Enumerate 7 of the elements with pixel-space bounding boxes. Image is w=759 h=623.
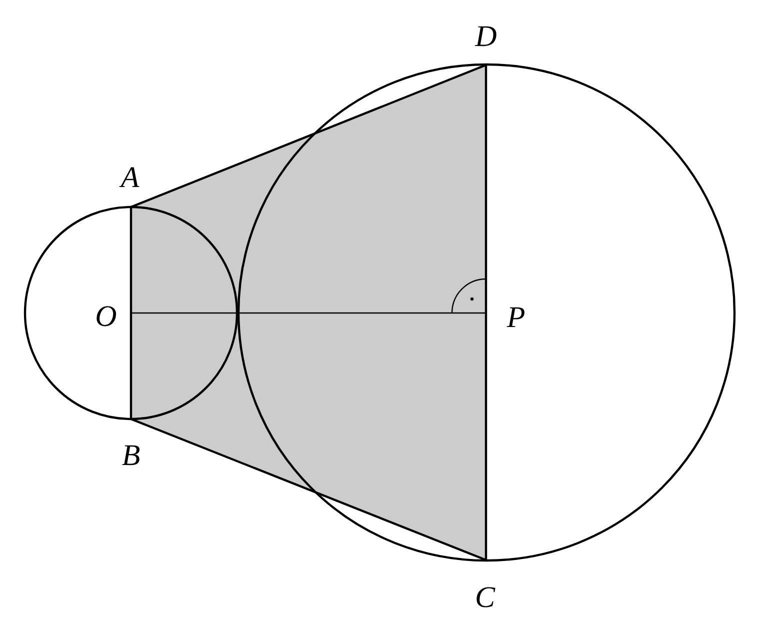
point-label: D xyxy=(475,22,497,52)
point-label: P xyxy=(506,303,526,333)
line-segment xyxy=(131,312,486,314)
point-label: C xyxy=(475,583,495,613)
point-label: O xyxy=(95,302,117,332)
point-label: A xyxy=(120,163,140,193)
point-label: B xyxy=(122,441,140,471)
